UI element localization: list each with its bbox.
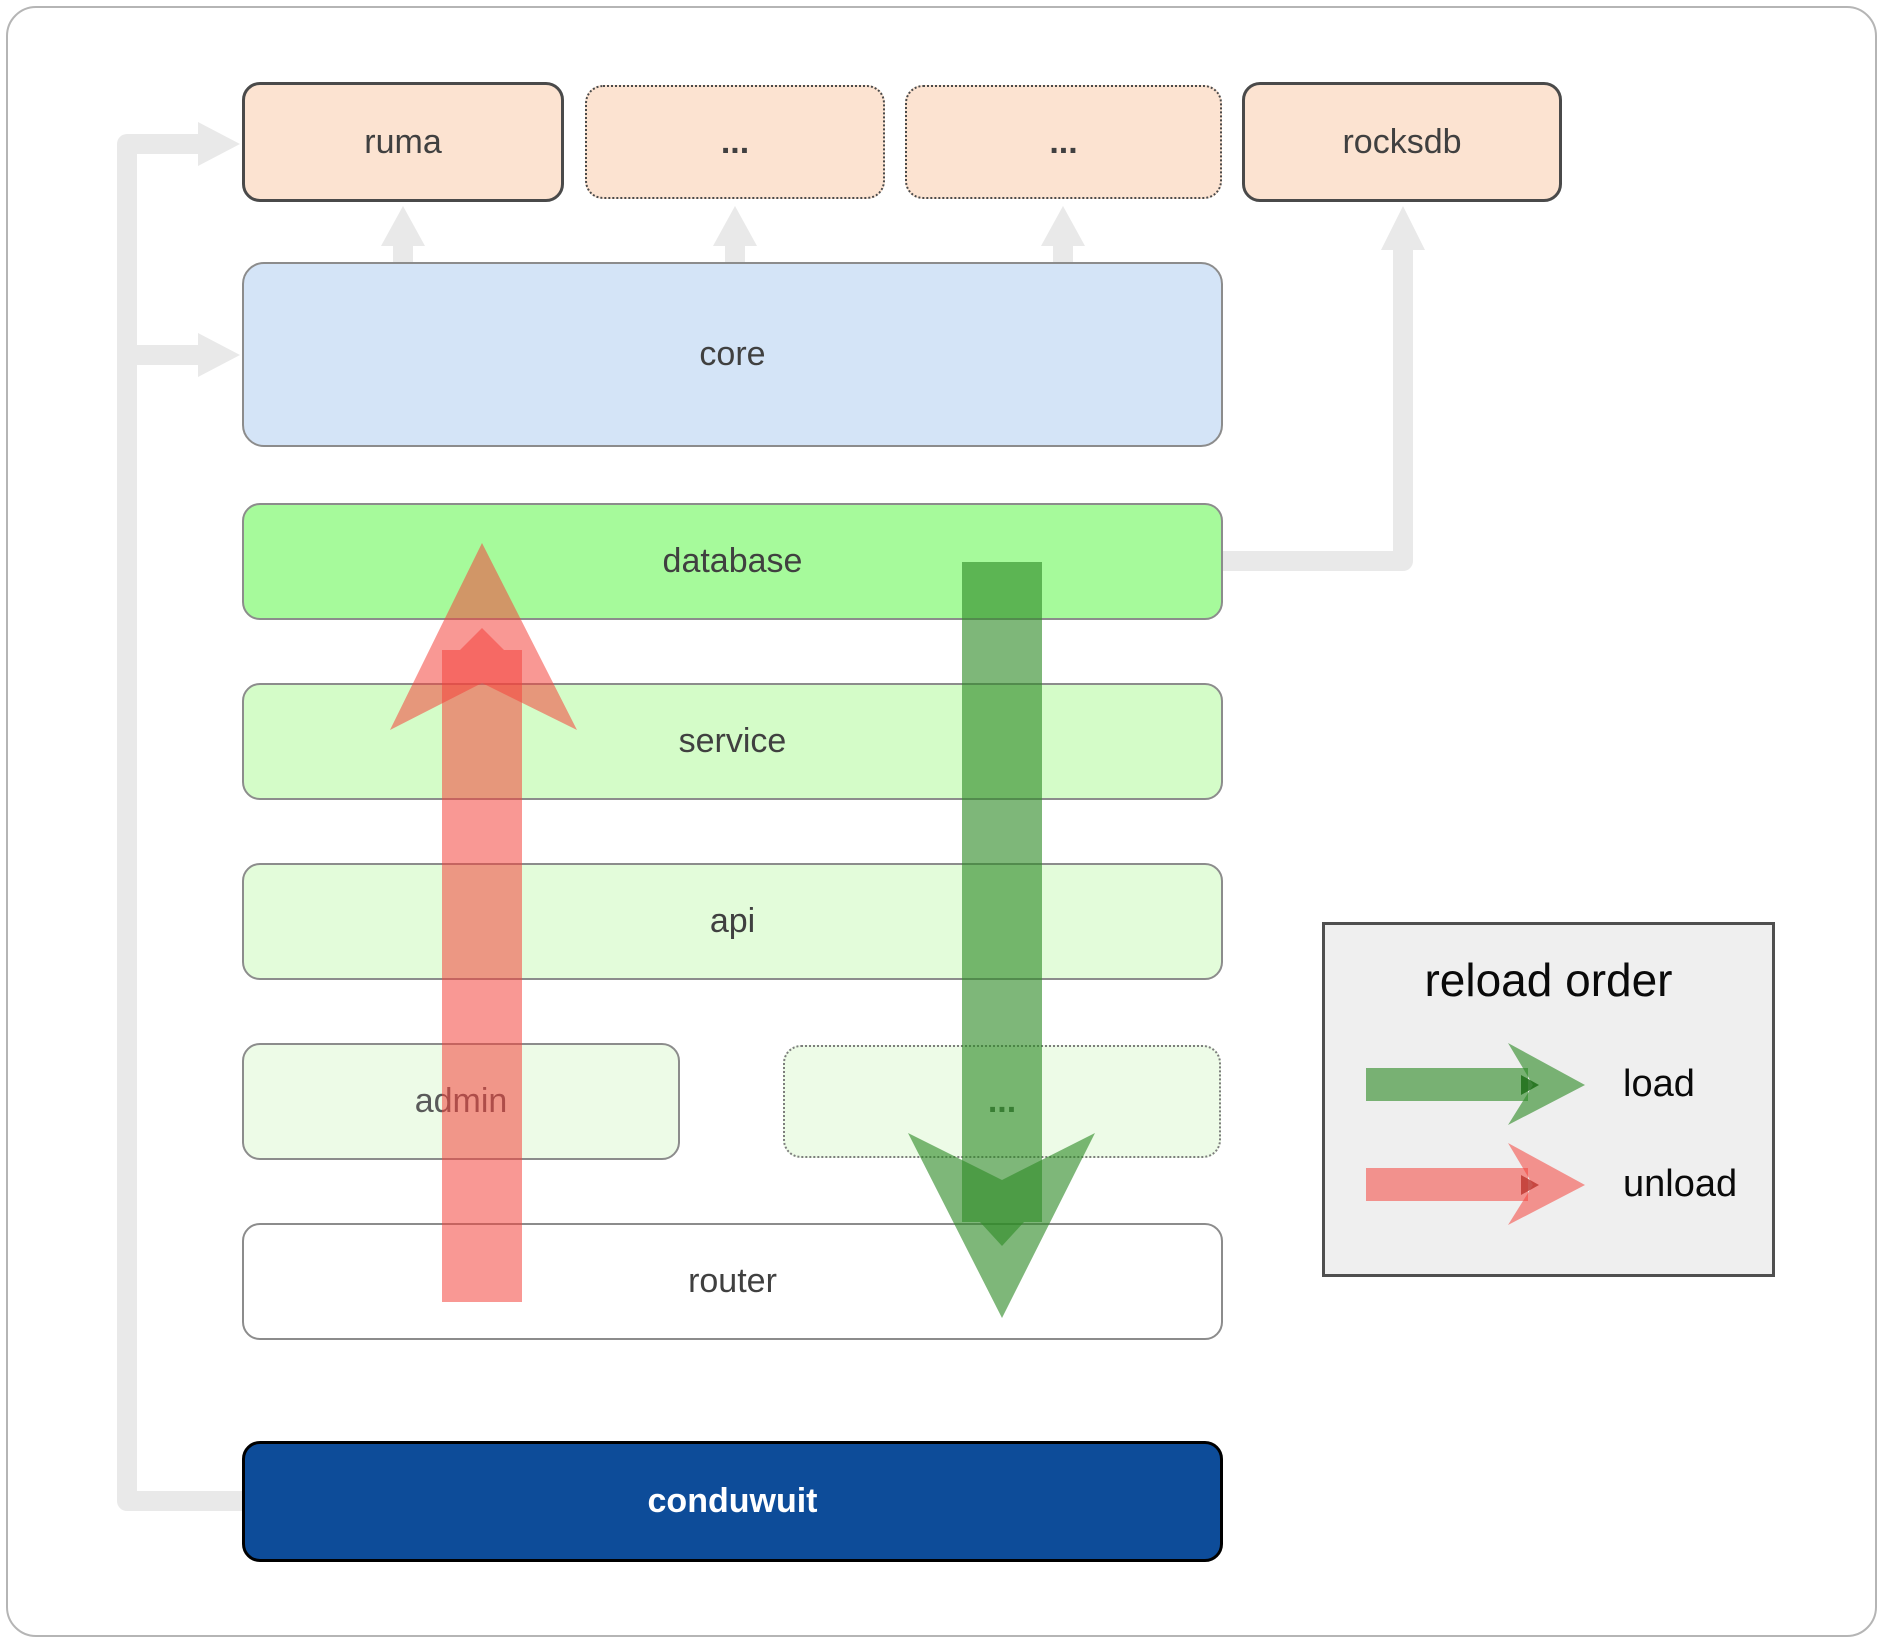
legend-arrows <box>1366 1043 1585 1225</box>
box-database: database <box>242 503 1223 620</box>
box-admin: admin <box>242 1043 680 1160</box>
box-ellipsis-top-2: ... <box>905 85 1222 199</box>
legend-unload-label: unload <box>1623 1163 1738 1205</box>
box-service: service <box>242 683 1223 800</box>
box-rocksdb: rocksdb <box>1242 82 1562 202</box>
legend-reload-order: reload order load unload <box>1322 922 1775 1277</box>
legend-unload-arrow-icon <box>1366 1143 1585 1225</box>
box-router: router <box>242 1223 1223 1340</box>
box-ellipsis-admin: ... <box>783 1045 1221 1158</box>
legend-load-label: load <box>1623 1063 1695 1105</box>
box-ellipsis-top-1: ... <box>585 85 885 199</box>
legend-load-arrow-icon <box>1366 1043 1585 1125</box>
legend-title: reload order <box>1424 954 1673 1006</box>
box-core: core <box>242 262 1223 447</box>
box-ruma: ruma <box>242 82 564 202</box>
box-api: api <box>242 863 1223 980</box>
diagram-outer-frame <box>6 6 1877 1637</box>
box-conduwuit: conduwuit <box>242 1441 1223 1562</box>
